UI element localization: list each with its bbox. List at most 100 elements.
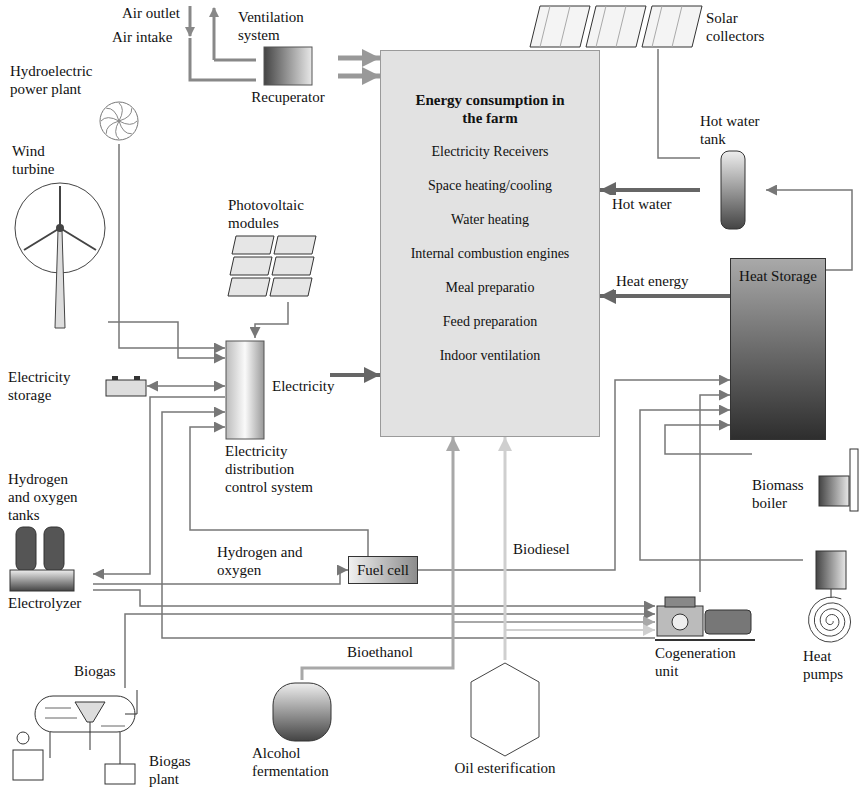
icon-part [119, 121, 137, 124]
process-box: Fuel cell [348, 556, 418, 584]
flow-connector [600, 294, 730, 298]
icon-part [45, 708, 125, 726]
component-node: Photovoltaic modules [228, 196, 323, 302]
note-label: Air outlet [120, 4, 182, 22]
edge-label: Bioethanol [345, 643, 415, 661]
icon-part [264, 47, 312, 85]
flow-connector [93, 397, 225, 574]
list-item: Space heating/cooling [428, 177, 552, 195]
flow-connector [255, 302, 288, 338]
process-box: Heat Storage [730, 258, 826, 440]
node-title: Oil esterification [454, 759, 555, 777]
flow-connector [338, 56, 380, 61]
node-label: Recuperator [251, 88, 324, 106]
icon-part [657, 606, 703, 636]
recup-icon [263, 46, 313, 86]
icon-part [273, 683, 331, 741]
flow-connector [338, 74, 380, 79]
node-title: Hot water tank [700, 112, 766, 148]
air-outlet-duct [214, 59, 256, 62]
icon-part [270, 278, 312, 296]
node-title: Hydroelectric power plant [10, 62, 110, 98]
icon-part [50, 690, 137, 764]
icon-part [16, 527, 36, 571]
flow-connector [330, 373, 380, 377]
component-node: Biogas plant [5, 688, 204, 788]
icon-part [705, 610, 751, 634]
biogas-icon [5, 688, 145, 788]
list-item: Internal combustion engines [411, 245, 570, 263]
icon-part [13, 750, 43, 780]
icon-part [586, 6, 646, 47]
component-node: Hydroelectric power plant [10, 62, 140, 144]
component-node: Cogeneration unit [655, 592, 755, 680]
icon-part [112, 376, 118, 380]
icon-part [116, 121, 119, 139]
icon-part [119, 108, 132, 121]
node-title: Fuel cell [357, 561, 409, 579]
icon-part [530, 6, 590, 47]
component-node: Alcohol fermentation [252, 680, 352, 780]
flow-connector [600, 188, 700, 192]
icon-part [274, 236, 316, 254]
node-title: Electricity storage [8, 368, 103, 404]
list-item: Feed preparation [443, 313, 537, 331]
icon-part [119, 103, 122, 121]
capsule-icon [272, 682, 332, 742]
flow-connector [119, 144, 225, 348]
icon-part [35, 696, 135, 732]
icon-part [106, 380, 146, 396]
icon-part [272, 257, 314, 275]
component-node: Oil esterification [440, 660, 570, 777]
node-title: Biomass boiler [752, 476, 812, 512]
component-node: Heat pumps [803, 548, 859, 683]
flow-connector [504, 437, 507, 660]
battery-icon [105, 375, 147, 397]
flow-connector [93, 590, 655, 606]
component-node: Biomass boiler [752, 448, 860, 512]
heatpump-icon [804, 550, 858, 645]
icon-part [809, 597, 851, 642]
icon-part [105, 764, 135, 784]
icon-part [101, 118, 119, 121]
icon-part [232, 236, 274, 254]
tank-icon [720, 150, 746, 230]
component-node: Hot water tank [700, 112, 766, 232]
flow-connector [302, 437, 453, 680]
air-outlet-arrow [213, 8, 216, 60]
electro-icon [8, 526, 76, 592]
icon-part [652, 6, 682, 47]
list-item: Electricity Receivers [432, 143, 549, 161]
flow-connector [302, 622, 655, 680]
edge-label: Electricity [270, 377, 336, 395]
node-title: Heat pumps [803, 647, 859, 683]
icon-part [56, 224, 64, 232]
list-item: Indoor ventilation [440, 347, 541, 365]
dist-icon [225, 340, 265, 440]
node-title: Alcohol fermentation [252, 744, 352, 780]
icon-part [655, 639, 755, 641]
icon-part [17, 732, 29, 744]
icon-part [228, 278, 270, 296]
icon-part [134, 376, 140, 380]
component-node: Wind turbine [12, 142, 108, 332]
edge-label: Biodiesel [511, 540, 572, 558]
component-node: Solar collectors [528, 4, 786, 49]
icon-part [119, 121, 132, 134]
node-label: Electrolyzer [8, 594, 81, 612]
icon-part [831, 589, 832, 598]
note-label: Air intake [110, 28, 174, 46]
edge-label: Hot water [610, 195, 674, 213]
component-node: Electricity storage [8, 368, 147, 404]
icon-part [665, 597, 695, 607]
icon-part [24, 186, 96, 250]
hex-icon [470, 662, 540, 757]
icon-part [471, 663, 539, 756]
icon-part [819, 476, 849, 506]
icon-part [226, 341, 264, 439]
edge-label: Heat energy [614, 272, 691, 290]
icon-part [106, 121, 119, 134]
icon-part [721, 151, 745, 229]
flow-connector [108, 322, 225, 358]
